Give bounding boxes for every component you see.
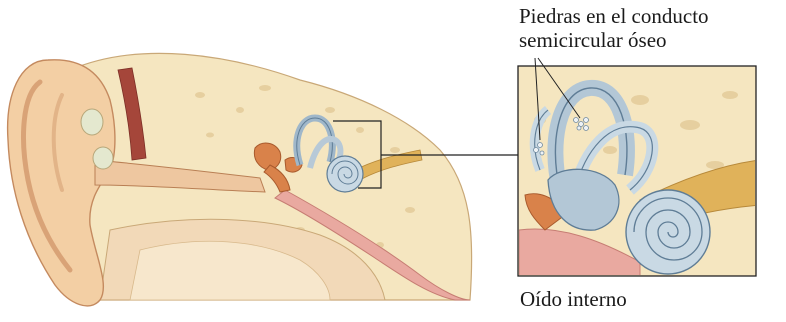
otolith-callout-label: Piedras en el conducto semicircular óseo — [519, 4, 709, 52]
cochlea-zoom — [626, 190, 710, 274]
ear-cross-section — [8, 53, 472, 306]
zoom-panel — [518, 58, 760, 280]
cartilage-lower — [93, 147, 113, 169]
otolith-label-line-2: semicircular óseo — [519, 28, 709, 52]
otolith-label-line-1: Piedras en el conducto — [519, 4, 709, 28]
inner-ear-caption: Oído interno — [520, 285, 627, 313]
cartilage-upper — [81, 109, 103, 135]
